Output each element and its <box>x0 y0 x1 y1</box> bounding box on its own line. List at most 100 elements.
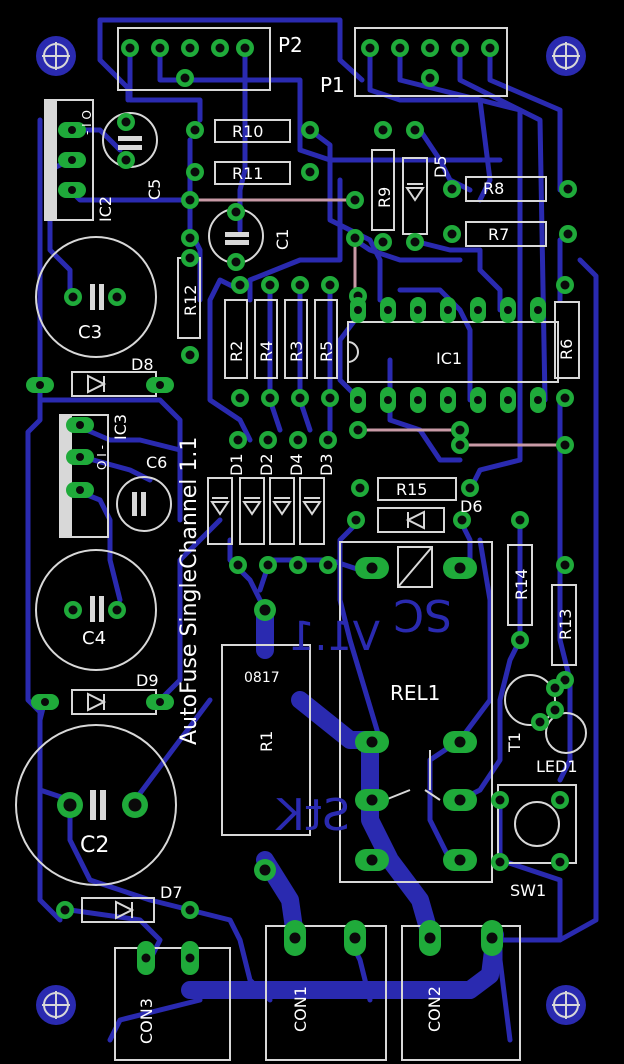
pad-2-hole <box>185 43 195 53</box>
label-c4: C4 <box>82 628 106 649</box>
pad-74-hole <box>495 795 505 805</box>
con2-pin-2-hole <box>486 932 498 944</box>
pad-36-hole <box>295 280 305 290</box>
pad-21-hole <box>563 184 573 194</box>
mounting-hole-top-left <box>36 36 76 76</box>
solder-pads <box>26 39 577 975</box>
label-r15: R15 <box>396 480 427 499</box>
pad-13-hole <box>305 125 315 135</box>
label-rel1: REL1 <box>390 681 440 705</box>
label-d7: D7 <box>160 883 183 902</box>
con3-pin-1-hole <box>141 953 151 963</box>
resistor-r4-outline <box>254 299 278 379</box>
pad-61-hole <box>550 683 560 693</box>
c2-pad-neg-hole <box>63 798 77 812</box>
resistor-r9-outline <box>371 149 395 231</box>
rel1-com-hole <box>366 736 378 748</box>
mirrored-text-stk: StK <box>275 790 350 841</box>
rel1-nc-hole <box>454 736 466 748</box>
resistor-r11-outline <box>214 161 291 185</box>
ic1-pin-bottom-5-hole <box>504 396 512 404</box>
d8-pad-k-hole <box>156 381 164 389</box>
diode-d3-outline <box>299 477 325 545</box>
pad-39-hole <box>265 393 275 403</box>
label-con1: CON1 <box>291 986 310 1032</box>
c2-pad-pos-hole <box>128 798 142 812</box>
pad-7-hole <box>395 43 405 53</box>
pad-9-hole <box>455 43 465 53</box>
ic1-pin-bottom-6-hole <box>534 396 542 404</box>
label-d5: D5 <box>431 156 450 179</box>
pad-31-hole <box>121 155 131 165</box>
capacitor-c4-outline <box>35 549 157 671</box>
pad-54-hole <box>465 483 475 493</box>
label-r3: R3 <box>287 341 306 362</box>
pad-53-hole <box>355 483 365 493</box>
pad-8-hole <box>425 43 435 53</box>
resistor-r15-outline <box>377 477 457 501</box>
diode-d6-outline <box>377 507 445 533</box>
pad-67-hole <box>323 435 333 445</box>
label-r1: R1 <box>257 731 276 752</box>
label-r1-value: 0817 <box>244 670 280 686</box>
pad-6-hole <box>365 43 375 53</box>
resistor-r1-outline <box>221 644 311 836</box>
ic3-pin-2-hole <box>76 486 84 494</box>
label-r8: R8 <box>483 179 504 198</box>
pad-70-hole <box>293 560 303 570</box>
pad-4-hole <box>240 43 250 53</box>
pad-19-hole <box>410 237 420 247</box>
pad-1-hole <box>155 43 165 53</box>
ic1-pin-top-5-hole <box>504 306 512 314</box>
pad-11-hole <box>425 73 435 83</box>
pad-43-hole <box>560 393 570 403</box>
label-d2: D2 <box>257 454 276 477</box>
label-r2: R2 <box>227 341 246 362</box>
pad-51-hole <box>68 605 78 615</box>
mounting-hole-top-right <box>546 36 586 76</box>
pad-73-hole <box>185 905 195 915</box>
label-d1: D1 <box>227 454 246 477</box>
con3-pin-2-hole <box>185 953 195 963</box>
ic1-outline <box>347 321 559 383</box>
rel1-coil-a-hole <box>366 562 378 574</box>
pad-10-hole <box>485 43 495 53</box>
connector-p2-outline <box>117 27 271 91</box>
label-d4: D4 <box>287 454 306 477</box>
connector-p1-outline <box>354 27 508 97</box>
resistor-r3-outline <box>284 299 308 379</box>
mirrored-text-version: V1.1 <box>289 614 380 660</box>
pad-37-hole <box>325 280 335 290</box>
diode-d1-outline <box>207 477 233 545</box>
mounting-hole-bottom-left <box>36 985 76 1025</box>
pad-30-hole <box>121 117 131 127</box>
label-t1: T1 <box>505 732 524 753</box>
ic1-pin-top-2-hole <box>414 306 422 314</box>
pad-27-hole <box>185 233 195 243</box>
diode-d7-outline <box>81 897 155 923</box>
ic3-pin-1-hole <box>76 453 84 461</box>
ic1-pin-bottom-0-hole <box>354 396 362 404</box>
d9-pad-k-hole <box>156 698 164 706</box>
ic2-pin-marks: - I O <box>80 110 94 135</box>
relay-rel1-outline <box>339 541 493 883</box>
pad-0-hole <box>125 43 135 53</box>
relay-coil-symbol <box>397 546 433 588</box>
diode-d2-outline <box>239 477 265 545</box>
connector-con2-outline <box>401 925 521 1061</box>
pad-23-hole <box>563 229 573 239</box>
pad-47-hole <box>455 440 465 450</box>
pad-22-hole <box>447 229 457 239</box>
label-led1: LED1 <box>536 757 578 776</box>
label-r14: R14 <box>512 569 531 600</box>
ic1-pin-top-6-hole <box>534 306 542 314</box>
resistor-r13-outline <box>551 584 577 666</box>
ic2-pin-2-hole <box>68 186 76 194</box>
ic1-pin-top-0-hole <box>354 306 362 314</box>
capacitor-symbols <box>90 136 249 820</box>
pad-49-hole <box>68 292 78 302</box>
label-ic3: IC3 <box>111 414 130 440</box>
board-title: AutoFuse SingleChannel 1.1 <box>177 437 202 745</box>
resistor-r10-outline <box>214 119 291 143</box>
